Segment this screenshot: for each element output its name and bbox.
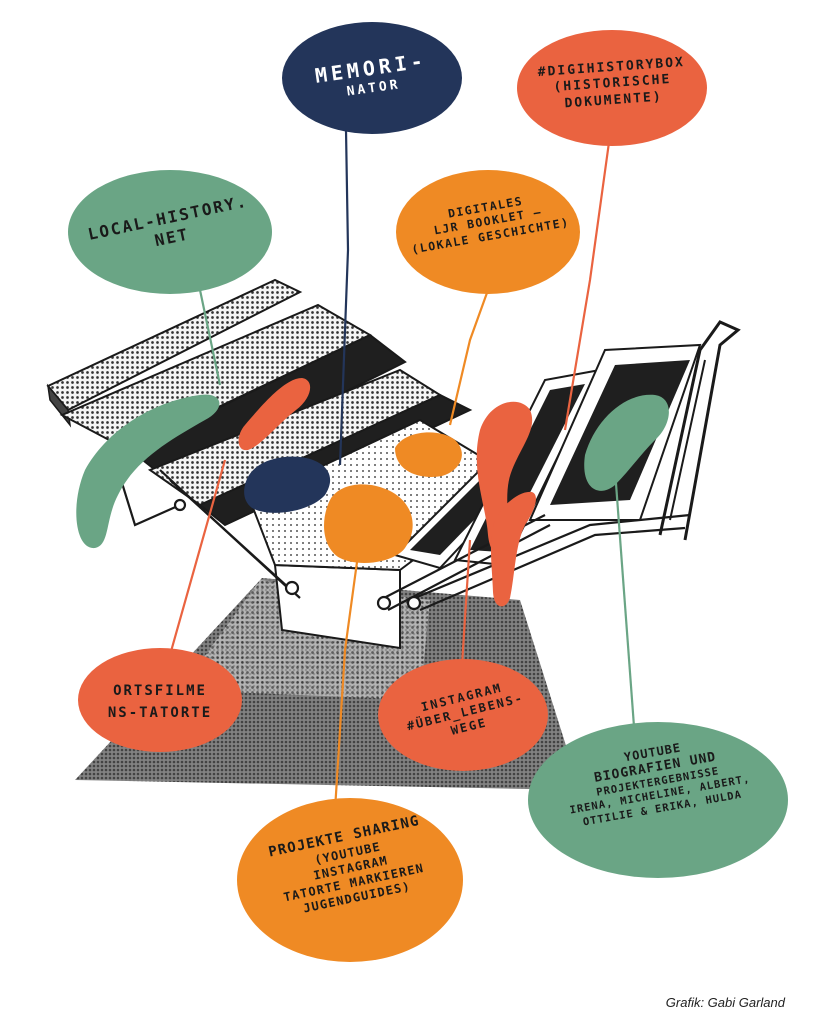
red-blob-left [238, 378, 311, 451]
bubble-localhistory [68, 170, 272, 294]
ortsfilme-line2: NS-TATORTE [107, 705, 213, 722]
ortsfilme-label: ORTSFILME NS-TATORTE [80, 680, 240, 725]
bubble-instagram [378, 659, 548, 771]
right-handle [658, 320, 741, 541]
red-blob-right [476, 401, 533, 554]
red-blob-right-2 [490, 491, 536, 607]
bubble-ortsfilme [78, 648, 242, 752]
navy-blob [244, 456, 331, 513]
right-handle-2 [669, 359, 706, 521]
bubble-youtube [528, 722, 788, 878]
bubble-memorinator [282, 22, 462, 134]
orange-blob-center [324, 484, 413, 563]
bubble-digihistorybox [517, 30, 707, 146]
green-blob-left [76, 394, 220, 549]
bubble-sharing [237, 798, 463, 962]
bubble-booklet [396, 170, 580, 294]
orange-blob-right [395, 432, 462, 477]
green-blob-right [584, 394, 669, 491]
image-credit: Grafik: Gabi Garland [665, 995, 785, 1010]
ortsfilme-line1: ORTSFILME [113, 683, 207, 699]
connector-lines [168, 129, 637, 811]
